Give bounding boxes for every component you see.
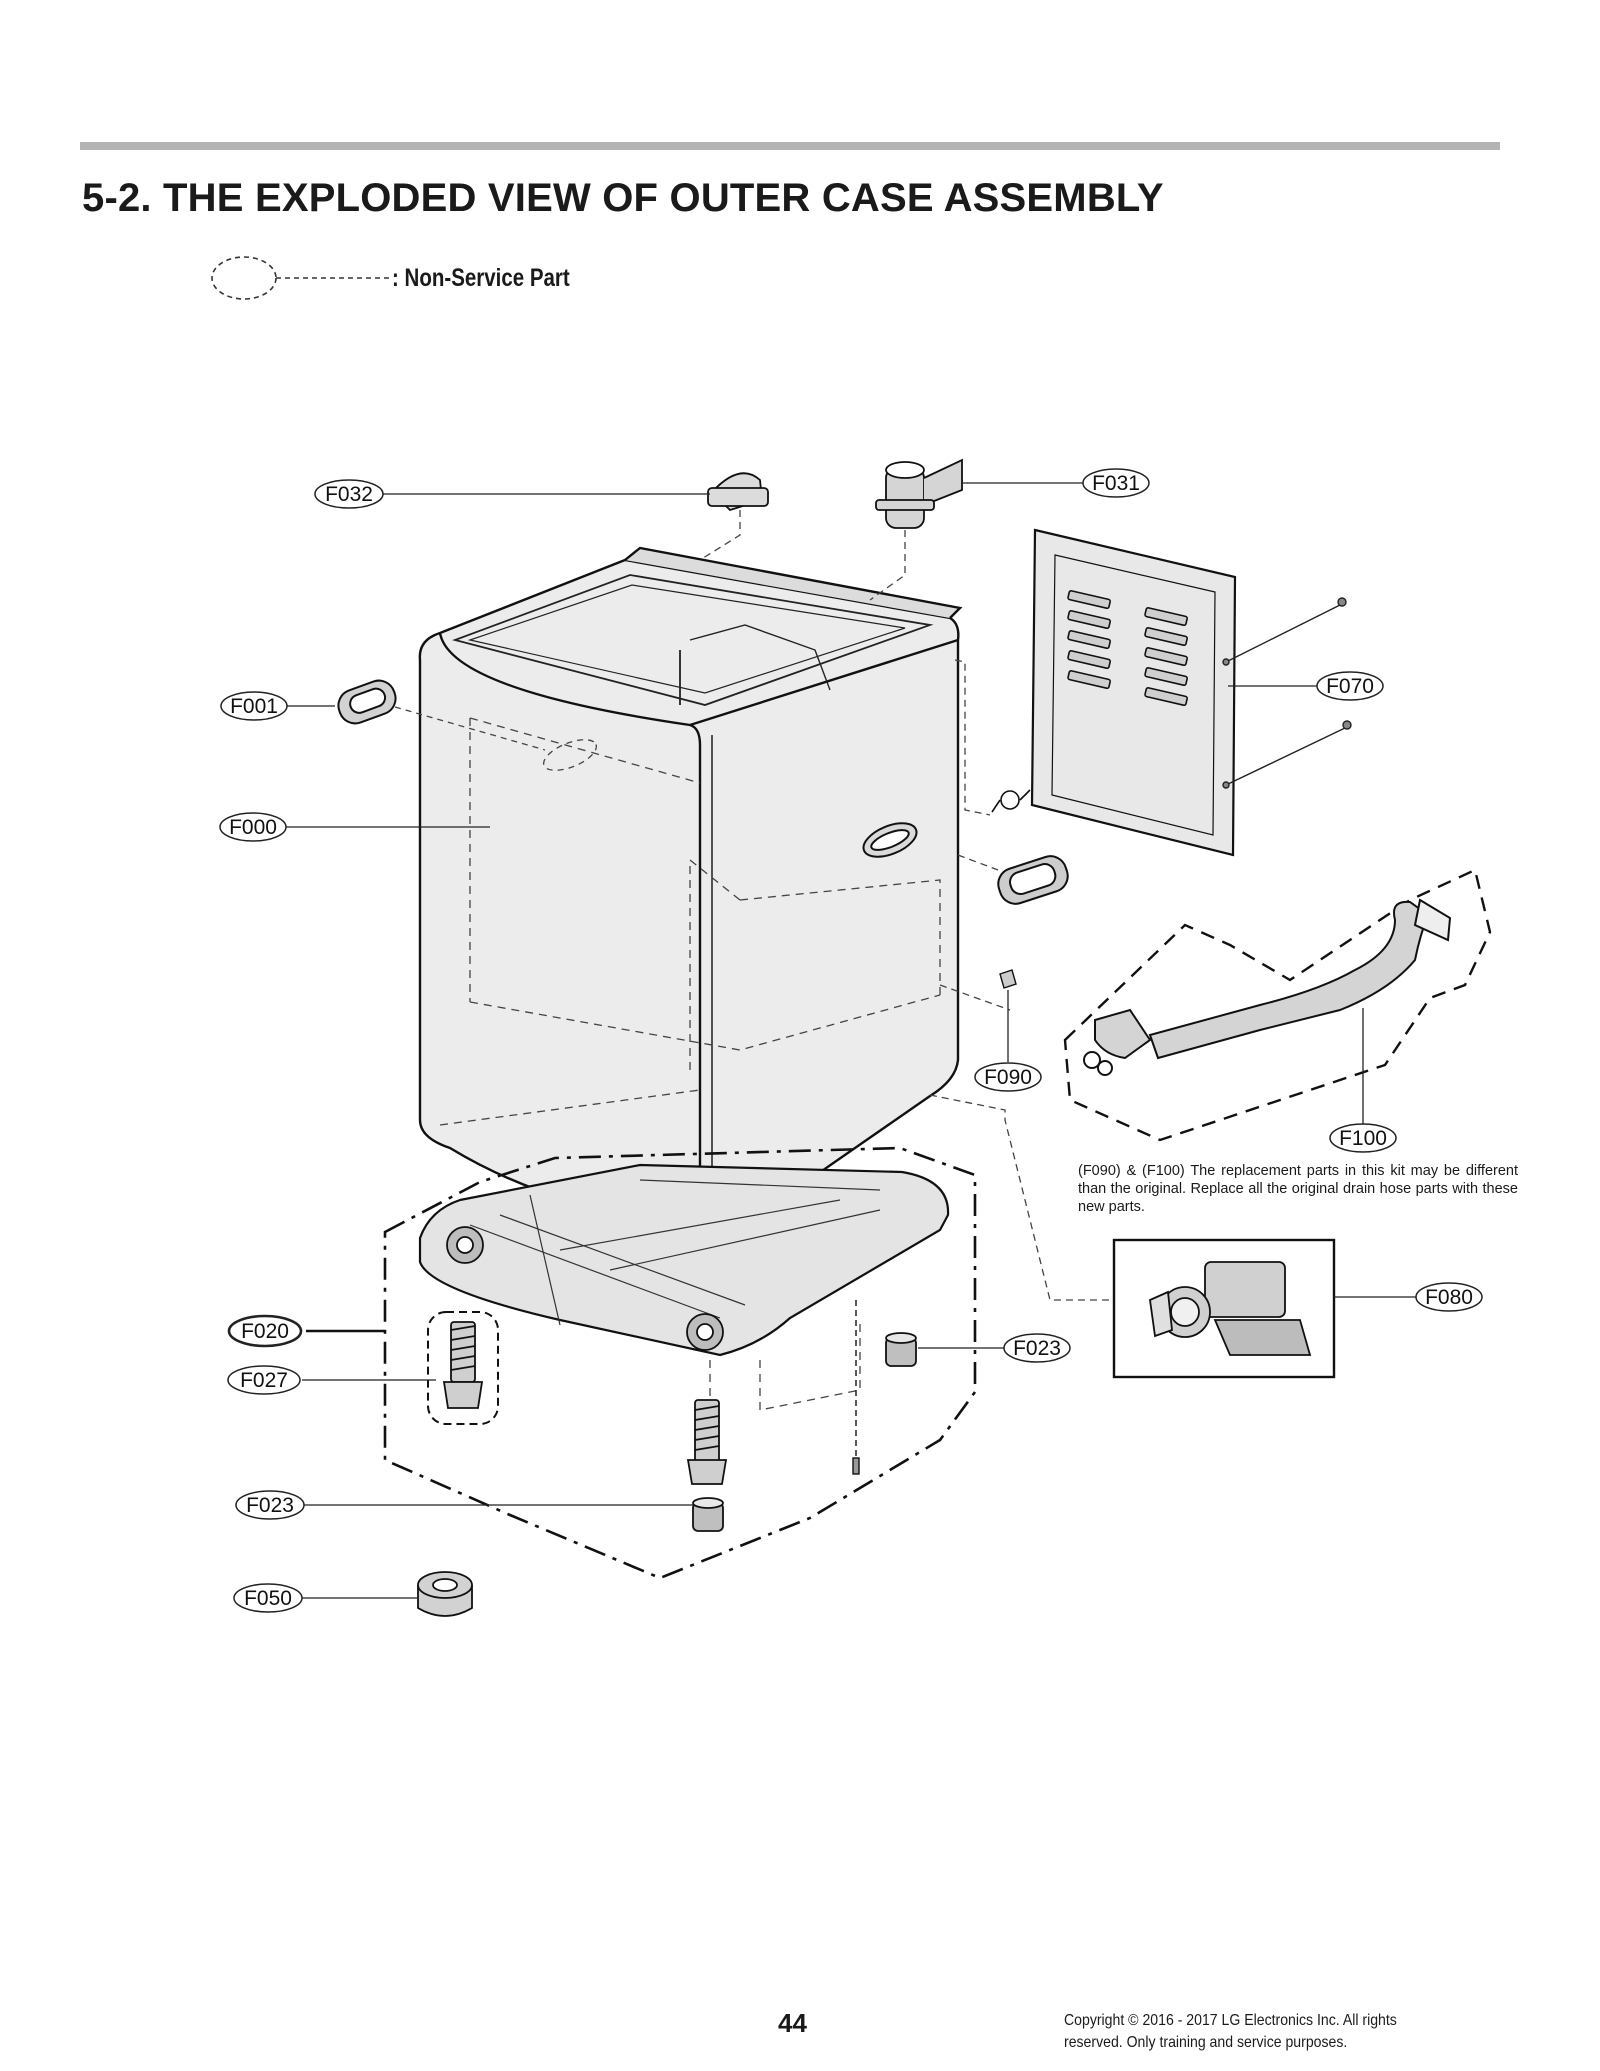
callout-f001: F001 [230,695,278,718]
part-f080-drain-pump [1149,1261,1312,1356]
part-f031-connector [875,458,963,529]
part-f027-leveling-foot [442,1321,484,1409]
callout-f100: F100 [1339,1127,1387,1150]
copyright-text: Copyright © 2016 - 2017 LG Electronics I… [1064,2012,1397,2051]
part-f100-drain-hose [1083,898,1452,1076]
base-tray [418,1163,950,1357]
base-foot-mounts [446,1226,724,1351]
callout-f070: F070 [1326,675,1374,698]
part-f032-clip [707,472,769,512]
callout-f023-right: F023 [1013,1337,1061,1360]
base-tray-ribs [469,1179,881,1326]
outer-case [418,546,963,1230]
base-screw [852,1300,860,1475]
case-to-parts-dashed [929,659,1115,1301]
base-hidden-lines [709,1320,861,1411]
callout-f090: F090 [984,1066,1032,1089]
leader-lines [286,482,1416,1599]
callout-f020: F020 [241,1320,289,1343]
legend-label: : Non-Service Part [392,264,570,292]
base-frame-outline [383,1146,977,1580]
part-f090-small-clip [999,969,1017,989]
part-f023-foot-cap-left [692,1497,724,1532]
panel-vent-slots [1067,590,1188,707]
part-leveling-foot-center [686,1399,728,1485]
top-parts-leader-dashed [699,510,906,601]
page-title: 5-2. THE EXPLODED VIEW OF OUTER CASE ASS… [82,176,1164,220]
callout-f000: F000 [229,816,277,839]
page-number: 44 [778,2008,807,2038]
outer-case-hidden-lines [439,717,941,1126]
part-f001-plug [337,679,397,725]
case-handle-hole [862,822,918,858]
part-f023-foot-cap-right [885,1332,917,1367]
part-f100-kit-outline [1063,868,1492,1142]
legend-non-service-symbol [211,256,392,300]
part-f070-back-panel [1030,528,1237,857]
replacement-note: (F090) & (F100) The replacement parts in… [1078,1163,1518,1215]
panel-screws [1222,597,1352,789]
top-rule [80,142,1500,150]
callout-f032: F032 [325,483,373,506]
callout-f050: F050 [244,1587,292,1610]
f020-leveling-foot-box [427,1311,499,1425]
callout-f023-left: F023 [246,1494,294,1517]
outer-case-top-rim [452,574,934,706]
drain-plug [997,855,1069,905]
callout-f080: F080 [1425,1286,1473,1309]
part-f050-pad [417,1571,473,1617]
hose-clamp [991,789,1031,813]
callout-f027: F027 [240,1369,288,1392]
callout-bubbles [219,468,1483,1613]
callout-f031: F031 [1092,472,1140,495]
